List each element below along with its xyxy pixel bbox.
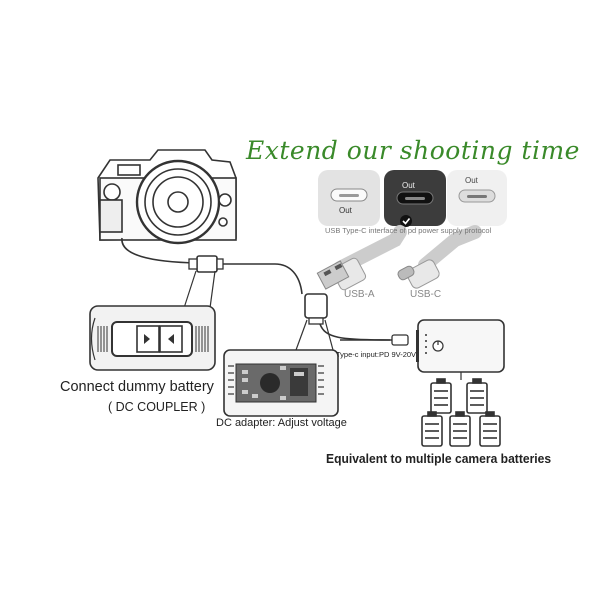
dummy-battery-title: Connect dummy battery xyxy=(60,379,214,395)
power-bank xyxy=(416,319,505,373)
usb-a-label: USB-A xyxy=(344,289,375,300)
dc-adapter-panel xyxy=(223,349,339,417)
out-label-dark: Out xyxy=(402,181,415,190)
dc-adapter-label: DC adapter: Adjust voltage xyxy=(216,417,347,429)
battery-icon xyxy=(421,411,443,447)
protocol-caption: USB Type-C interface of pd power supply … xyxy=(325,226,492,235)
camera-illustration xyxy=(97,149,237,245)
batteries-caption: Equivalent to multiple camera batteries xyxy=(326,451,552,466)
battery-icon xyxy=(466,378,488,414)
battery-icons xyxy=(421,378,501,447)
usb-a-cable xyxy=(316,225,407,291)
port-photo-dark xyxy=(384,170,446,227)
headline: Extend our shooting time xyxy=(246,136,580,165)
battery-icon xyxy=(479,411,501,447)
dummy-battery-subtitle: ( DC COUPLER ) xyxy=(108,400,206,414)
port-photo-gray xyxy=(318,170,380,226)
usb-c-cable xyxy=(397,225,482,289)
battery-icon xyxy=(430,378,452,414)
port-photo-light xyxy=(447,170,507,226)
cable-connector xyxy=(196,255,218,273)
battery-icon xyxy=(449,411,471,447)
out-label-gray: Out xyxy=(339,206,352,215)
usb-c-label: USB-C xyxy=(410,289,442,300)
check-icon xyxy=(400,215,412,227)
out-label-light: Out xyxy=(465,176,478,185)
camera-cable xyxy=(121,237,199,264)
dummy-battery-panel xyxy=(89,305,216,371)
typec-input-label: Type-c input:PD 9V-20V xyxy=(336,350,417,359)
dc-adapter-connector xyxy=(304,293,328,319)
